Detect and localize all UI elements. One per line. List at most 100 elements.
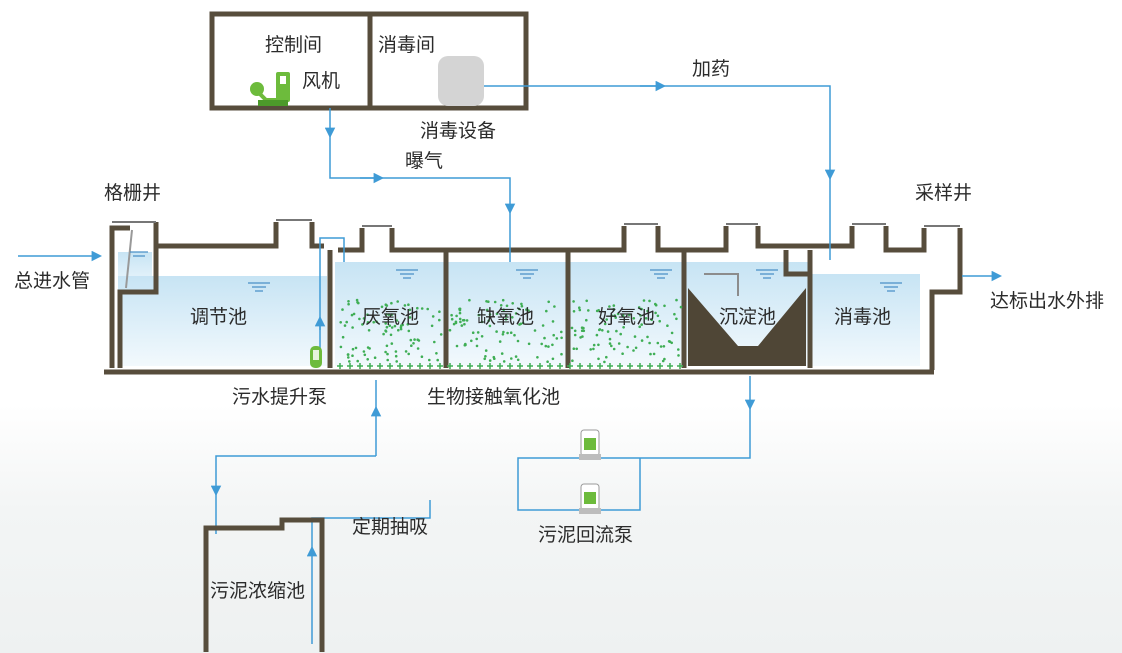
bubble — [435, 352, 438, 355]
bubble — [502, 308, 506, 312]
bubble — [351, 354, 354, 358]
bubble — [617, 342, 621, 345]
bubble — [551, 357, 555, 361]
aerator-tick — [437, 363, 443, 369]
bubble — [407, 303, 410, 307]
bubble — [347, 300, 350, 303]
bubble — [573, 329, 577, 333]
bubble — [659, 345, 663, 348]
bubble — [592, 347, 595, 351]
flow-lines — [18, 80, 1003, 644]
label-periodic-suction: 定期抽吸 — [352, 516, 429, 538]
bubble — [366, 321, 370, 324]
bubble — [633, 335, 637, 338]
bubble — [455, 344, 459, 348]
bubble — [438, 310, 441, 314]
bubble — [656, 341, 660, 345]
bubble — [605, 318, 608, 321]
bubble — [640, 307, 643, 311]
bubble — [520, 304, 524, 308]
bubble — [428, 358, 431, 362]
bubble — [385, 344, 389, 348]
bubble — [560, 336, 563, 340]
bubble — [666, 324, 669, 328]
bubble — [480, 320, 484, 324]
bubble — [343, 324, 347, 327]
bubble — [355, 298, 359, 302]
label-control-room: 控制间 — [265, 34, 323, 56]
aerator-tick — [567, 363, 573, 369]
bubble — [362, 317, 366, 320]
aeration-bubbles — [339, 298, 683, 364]
bubble — [341, 335, 345, 339]
bubble — [608, 305, 611, 308]
flow-dosing — [484, 85, 836, 181]
aerator-tick — [547, 363, 553, 369]
bubble — [380, 305, 384, 309]
bubble — [455, 314, 458, 318]
aerator-tick — [577, 363, 583, 369]
bubble — [460, 324, 464, 327]
bubble — [409, 338, 413, 342]
label-equalization-tank: 调节池 — [190, 306, 248, 328]
water-disinfection — [812, 274, 920, 366]
bubble — [545, 309, 548, 313]
bubble — [613, 314, 616, 317]
bubble — [601, 329, 604, 332]
label-anoxic-tank: 缺氧池 — [477, 306, 535, 328]
sedimentation-baffle — [704, 273, 739, 296]
flow-air-to-tank — [329, 136, 516, 215]
bubble — [339, 345, 343, 349]
bubble — [431, 315, 435, 318]
aerator-tick — [587, 363, 593, 369]
bubble — [514, 312, 518, 315]
bubble — [393, 324, 397, 328]
bubble — [663, 304, 666, 308]
bubble — [589, 348, 592, 351]
bubble — [572, 300, 575, 303]
bubble — [667, 340, 671, 343]
bubble — [436, 358, 440, 362]
bubble — [450, 313, 453, 317]
bubble — [632, 349, 635, 352]
sludge-return-pump-icons — [579, 429, 601, 514]
aerator-tick — [487, 363, 493, 369]
bubble — [652, 352, 656, 356]
bubble — [504, 317, 508, 321]
label-anaerobic-tank: 厌氧池 — [362, 306, 420, 328]
bubble — [488, 359, 492, 362]
bubble — [499, 304, 503, 307]
bubble — [390, 342, 394, 345]
aerator-tick — [527, 363, 533, 369]
blower-icon — [250, 72, 290, 106]
bubble — [351, 347, 355, 351]
bubble — [354, 346, 358, 350]
bubble — [350, 313, 354, 317]
bubble — [385, 313, 388, 316]
aerator-row — [337, 363, 683, 369]
bubble — [420, 355, 424, 359]
bubble — [367, 329, 371, 332]
bubble — [498, 340, 502, 343]
bubble — [483, 357, 487, 361]
bubble — [621, 314, 625, 317]
label-screen-well: 格栅井 — [104, 182, 162, 204]
water-bio — [335, 262, 683, 366]
label-sampling-well: 采样井 — [915, 182, 973, 204]
bubble — [578, 308, 582, 312]
bubble — [464, 342, 467, 346]
label-aeration: 曝气 — [405, 150, 444, 172]
bubble — [670, 331, 674, 335]
bubble — [646, 335, 649, 339]
bubble — [571, 359, 574, 363]
bubble — [458, 317, 462, 321]
manhole-caps — [112, 219, 960, 227]
bubble — [459, 320, 462, 324]
bubble — [519, 322, 523, 326]
bubble — [546, 360, 549, 364]
aerator-tick — [467, 363, 473, 369]
aerator-tick — [367, 363, 373, 369]
bubble — [509, 331, 513, 335]
bubble — [388, 324, 392, 328]
